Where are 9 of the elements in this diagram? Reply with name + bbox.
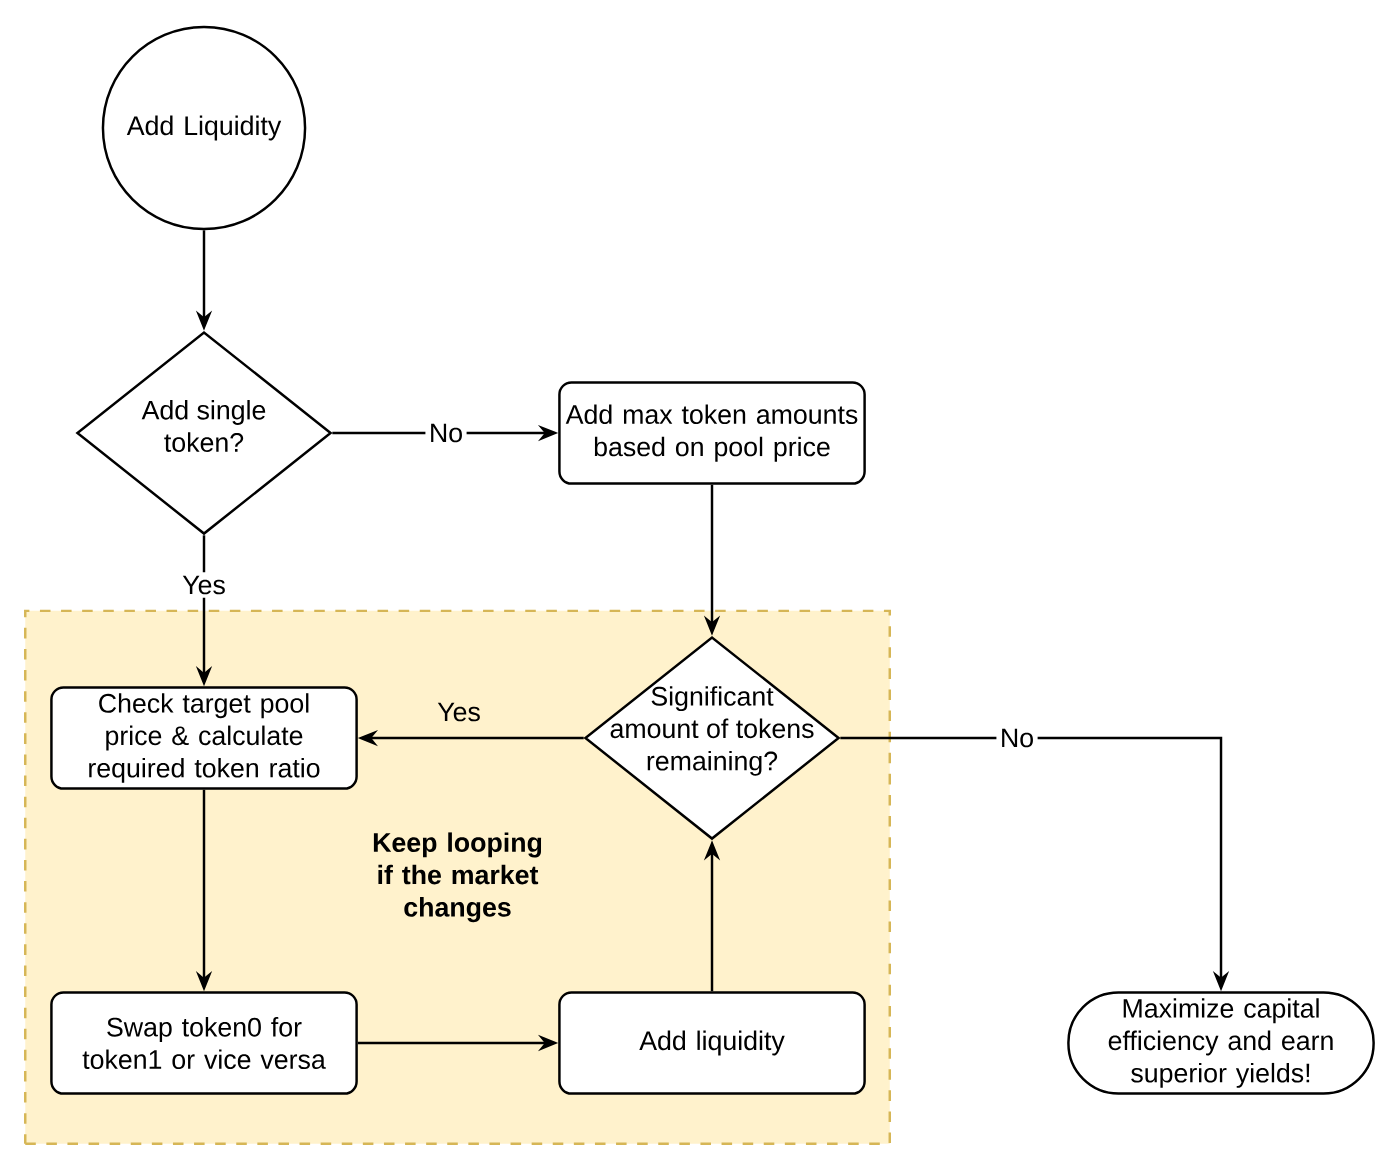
edge-label: Yes (433, 699, 485, 725)
terminal-box: Maximize capital efficiency and earn superior yields! (1067, 991, 1375, 1095)
edge-label: No (996, 725, 1038, 751)
process-box: Check target pool price & calculate required token ratio (50, 686, 358, 790)
edge-label: No (425, 420, 467, 446)
process-box: Swap token0 for token1 or vice versa (50, 991, 358, 1095)
process-box: Add liquidity (558, 991, 866, 1095)
edge-label: Yes (178, 572, 230, 598)
process-box: Add max token amounts based on pool price (558, 381, 866, 485)
